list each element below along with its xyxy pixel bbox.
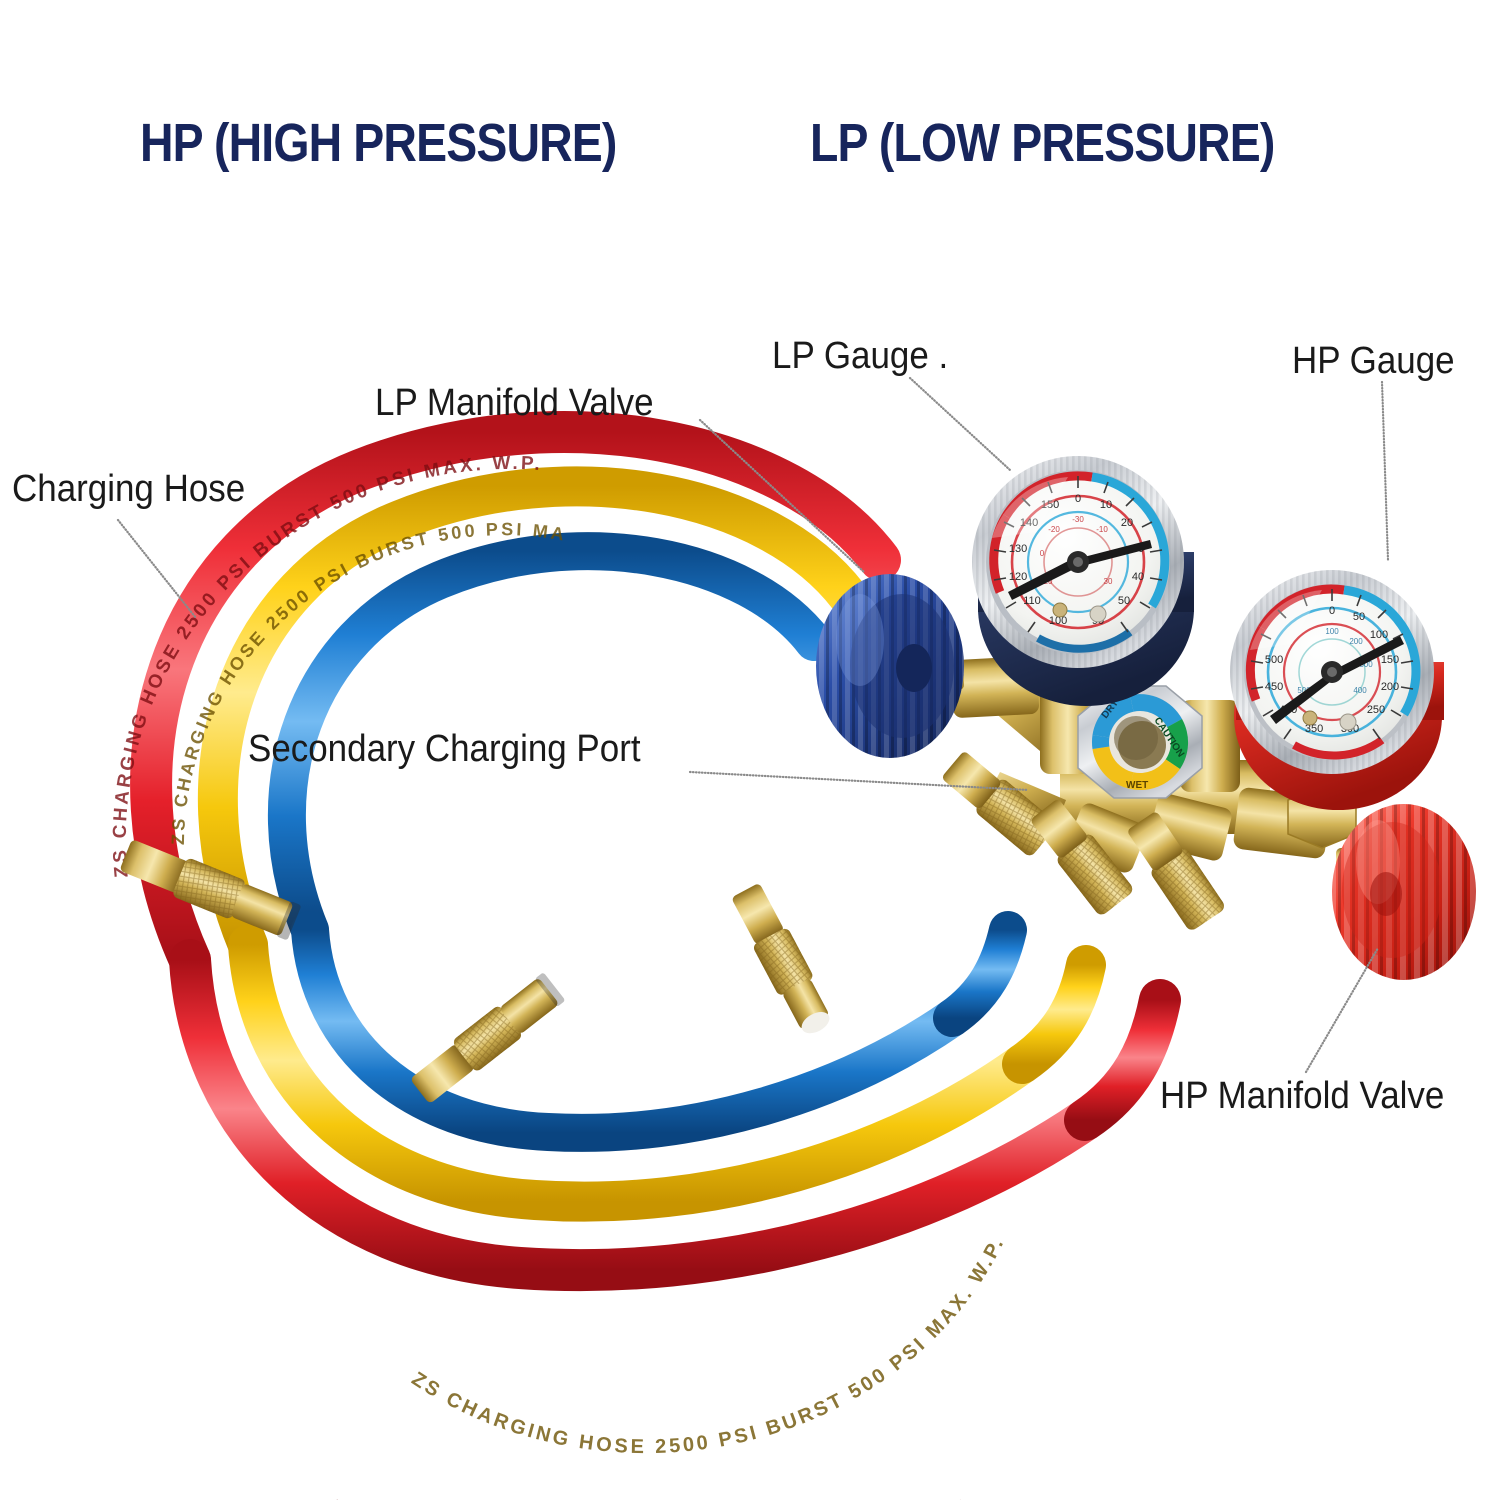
label-secondary-charging-port: Secondary Charging Port xyxy=(248,728,641,770)
label-charging-hose: Charging Hose xyxy=(12,468,246,510)
lp-tick-5: 50 xyxy=(1118,595,1130,607)
lp-tick-12: 120 xyxy=(1009,571,1027,583)
lp-tick-0: 0 xyxy=(1075,493,1081,505)
lp-tick-10: 100 xyxy=(1049,615,1067,627)
hp-manifold-valve-knob[interactable] xyxy=(1332,804,1476,980)
leader-lp-gauge xyxy=(908,376,1012,472)
sight-glass-label-wet: WET xyxy=(1126,780,1148,791)
label-hp-manifold-valve: HP Manifold Valve xyxy=(1160,1075,1445,1117)
lp-tick-1: 10 xyxy=(1100,499,1112,511)
hp-tick-5: 250 xyxy=(1367,704,1385,716)
red-hose-end-fitting xyxy=(732,884,830,1034)
moisture-indicator-sight-glass: DRY CAUTION WET xyxy=(1077,685,1203,799)
label-lp-gauge: LP Gauge . xyxy=(772,335,949,377)
blue-hose-end-fitting xyxy=(120,840,301,940)
lp-tick-2: 20 xyxy=(1121,517,1133,529)
leader-charging-hose xyxy=(116,518,198,620)
hp-inner-4: 500 xyxy=(1297,686,1311,695)
label-hp-gauge: HP Gauge xyxy=(1292,340,1455,382)
leader-hp-manifold-valve xyxy=(1304,946,1380,1074)
hp-tick-7: 350 xyxy=(1305,723,1323,735)
hp-tick-1: 50 xyxy=(1353,611,1365,623)
hp-inner-2: 300 xyxy=(1359,660,1373,669)
hp-tick-0: 0 xyxy=(1329,605,1335,617)
lp-tick-14: 140 xyxy=(1020,517,1038,529)
hp-inner-3: 400 xyxy=(1353,686,1367,695)
hp-inner-0: 100 xyxy=(1325,627,1339,636)
hp-tick-9: 450 xyxy=(1265,681,1283,693)
red-hose-text-lower: ZS CHARGING HOSE 2500 PSI BURST 500 PSI … xyxy=(323,1489,978,1500)
svg-text:ZS CHARGING HOSE 2500 PSI: ZS CHARGING HOSE 2500 PSI BURST 500 PSI … xyxy=(323,1489,981,1500)
lp-tick-13: 130 xyxy=(1009,543,1027,555)
blue-charging-hose xyxy=(267,532,1027,1152)
leader-hp-gauge xyxy=(1380,380,1390,562)
lp-manifold-valve-knob[interactable] xyxy=(816,574,964,758)
leader-lines xyxy=(116,376,1390,1074)
lp-gauge: 0 10 20 30 40 50 150 140 130 120 110 100… xyxy=(972,456,1194,706)
label-lp-manifold-valve: LP Manifold Valve xyxy=(375,382,654,424)
hose-coupler-yellow xyxy=(1031,800,1133,915)
lp-tick-11: 110 xyxy=(1023,595,1041,607)
lp-inner-0: -30 xyxy=(1072,515,1084,524)
leader-secondary-charging-port xyxy=(688,770,1030,792)
lp-gauge-needle xyxy=(1008,540,1152,600)
heading-hp: HP (HIGH PRESSURE) xyxy=(140,113,617,173)
hp-gauge: 0 50 100 150 200 250 300 350 400 450 500… xyxy=(1230,570,1444,810)
hp-tick-2: 100 xyxy=(1370,629,1388,641)
leader-lp-manifold-valve xyxy=(698,418,866,574)
yellow-charging-hose xyxy=(197,466,1106,1222)
lp-inner-6: 30 xyxy=(1104,577,1113,586)
heading-lp: LP (LOW PRESSURE) xyxy=(810,113,1275,173)
hose-coupler-red xyxy=(1128,812,1224,930)
hp-tick-4: 200 xyxy=(1381,681,1399,693)
lp-tick-15: 150 xyxy=(1041,499,1059,511)
hp-gauge-needle xyxy=(1270,636,1404,724)
lp-inner-1: -20 xyxy=(1048,525,1060,534)
lp-inner-3: 0 xyxy=(1040,549,1045,558)
hp-inner-1: 200 xyxy=(1349,637,1363,646)
lp-inner-2: -10 xyxy=(1096,525,1108,534)
hp-tick-3: 150 xyxy=(1381,654,1399,666)
lp-tick-4: 40 xyxy=(1132,571,1144,583)
red-charging-hose xyxy=(130,411,1181,1292)
hose-coupler-blue xyxy=(942,752,1056,856)
hp-tick-10: 500 xyxy=(1265,654,1283,666)
yellow-hose-end-fitting xyxy=(411,973,565,1103)
